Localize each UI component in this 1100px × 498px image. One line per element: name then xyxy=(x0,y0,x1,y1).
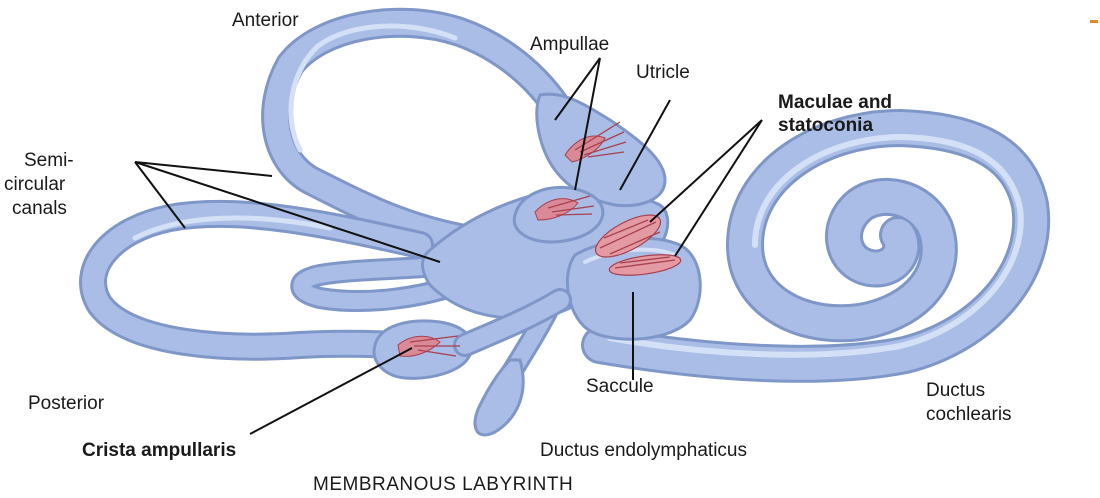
label-maculae-line1: Maculae and xyxy=(778,92,892,114)
label-crista-ampullaris: Crista ampullaris xyxy=(82,440,236,462)
label-maculae-line2: statoconia xyxy=(778,115,873,137)
label-semicircular-line3: canals xyxy=(12,198,67,220)
label-semicircular-line2: circular xyxy=(4,174,65,196)
label-anterior: Anterior xyxy=(232,10,299,32)
label-ductus-cochlearis-line2: cochlearis xyxy=(926,404,1012,426)
label-ductus-endolymphaticus: Ductus endolymphaticus xyxy=(540,440,747,462)
figure-caption: MEMBRANOUS LABYRINTH xyxy=(313,474,573,496)
label-ductus-cochlearis-line1: Ductus xyxy=(926,380,985,402)
label-saccule: Saccule xyxy=(586,376,654,398)
label-ampullae: Ampullae xyxy=(530,34,609,56)
label-utricle: Utricle xyxy=(636,62,690,84)
label-posterior: Posterior xyxy=(28,393,104,415)
corner-mark xyxy=(1090,20,1098,23)
label-semicircular-line1: Semi- xyxy=(24,150,74,172)
